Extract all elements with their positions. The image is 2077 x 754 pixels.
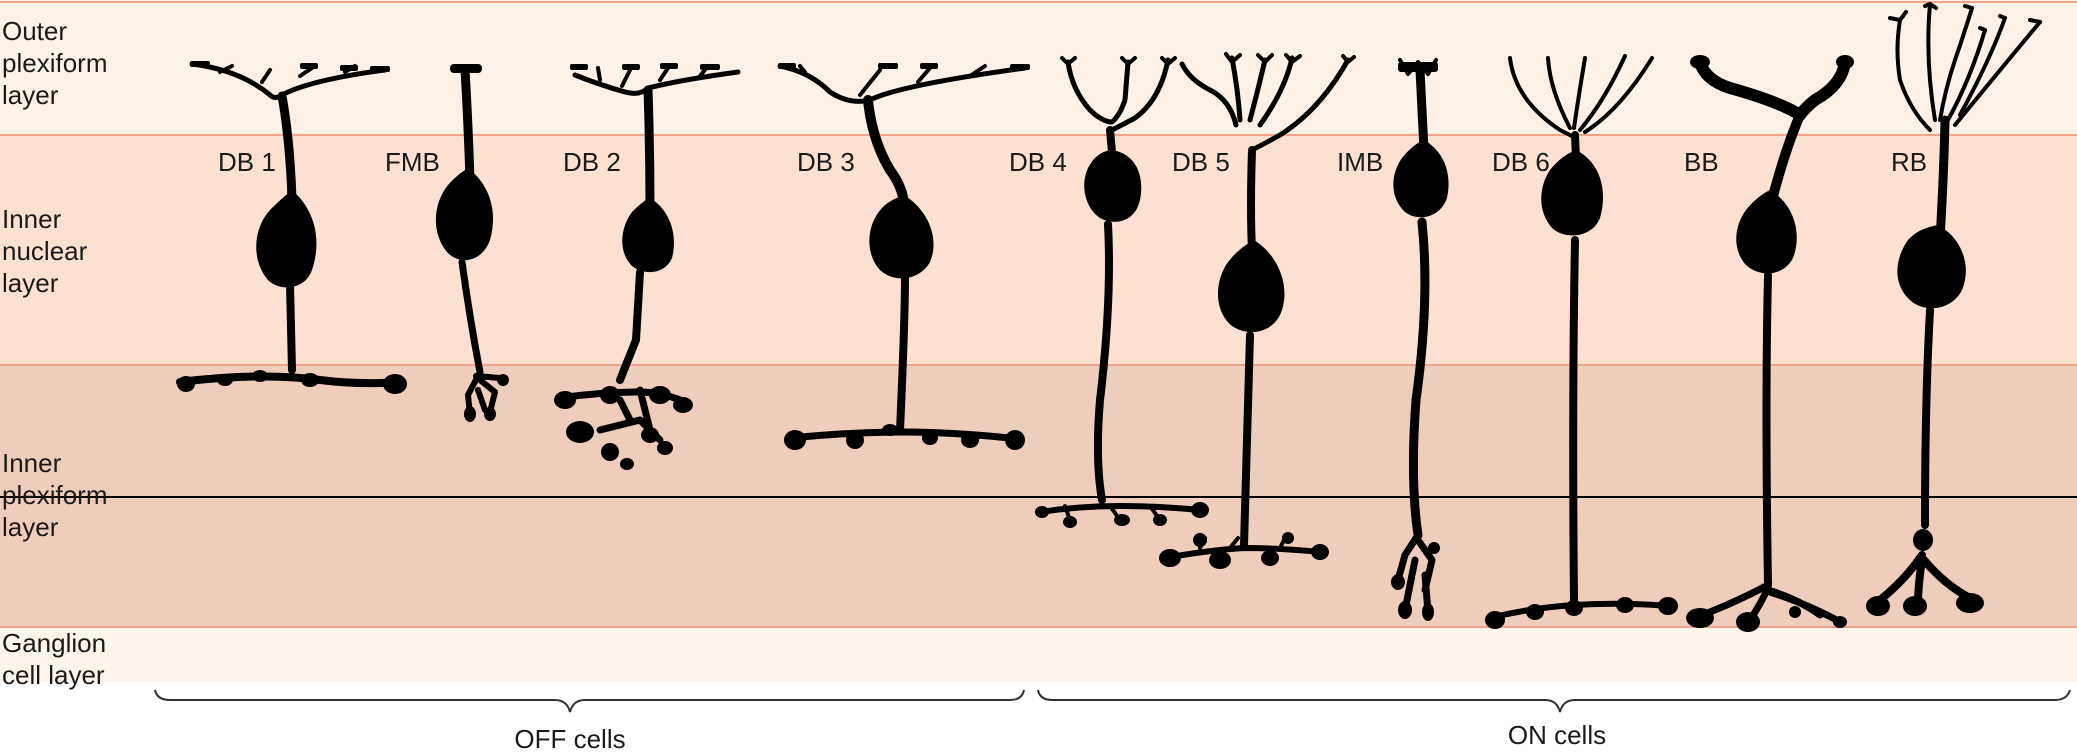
off-cells-label: OFF cells	[514, 724, 625, 754]
cell-label-bb: BB	[1684, 147, 1719, 177]
cell-label-db6: DB 6	[1492, 147, 1550, 177]
cell-db5	[1159, 52, 1356, 569]
off-cells-bracket	[154, 689, 1025, 713]
cell-label-db5: DB 5	[1172, 147, 1230, 177]
cell-db3	[777, 63, 1030, 450]
cell-label-db1: DB 1	[218, 147, 276, 177]
cell-rb	[1866, 2, 2042, 616]
label-outer-plexiform-layer: Outer plexiform layer	[2, 16, 115, 110]
cell-imb	[1391, 58, 1449, 621]
cell-label-rb: RB	[1891, 147, 1927, 177]
cell-label-db3: DB 3	[797, 147, 855, 177]
cell-db6	[1485, 54, 1678, 629]
gcl-tint	[0, 627, 2077, 682]
cell-label-fmb: FMB	[385, 147, 440, 177]
cell-label-db2: DB 2	[563, 147, 621, 177]
on-cells-label: ON cells	[1508, 720, 1606, 750]
cell-db2	[554, 63, 741, 470]
on-cells-bracket	[1037, 689, 2071, 713]
cell-label-db4: DB 4	[1009, 147, 1067, 177]
label-inner-plexiform-layer: Inner plexiform layer	[2, 448, 115, 542]
label-ganglion-cell-layer: Ganglion cell layer	[2, 628, 113, 690]
cell-db4	[1035, 56, 1209, 528]
cell-label-imb: IMB	[1337, 147, 1383, 177]
inl-band	[0, 135, 2077, 365]
label-inner-nuclear-layer: Inner nuclear layer	[2, 204, 95, 298]
cell-fmb	[435, 64, 509, 422]
cell-bb	[1686, 55, 1854, 632]
cell-db1	[176, 61, 407, 394]
